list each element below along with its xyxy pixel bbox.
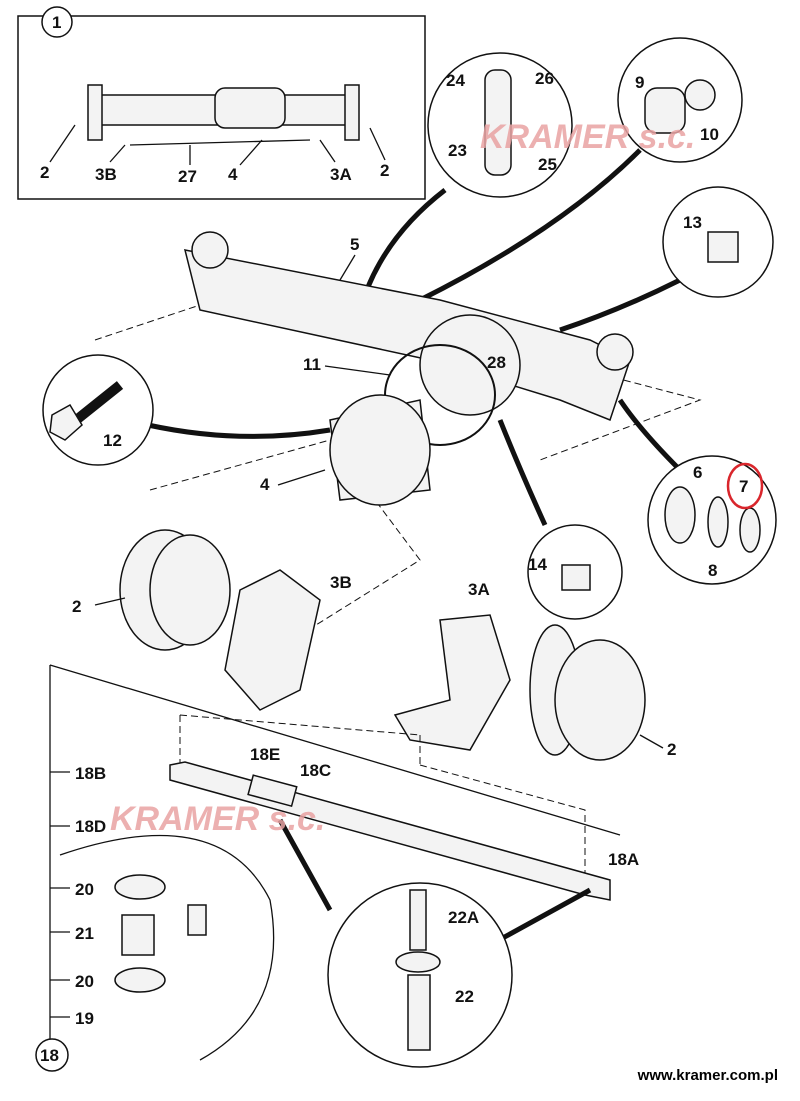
callout-plug-14: 14 [497, 419, 623, 620]
hub-knuckle-left: 2 3B [72, 529, 352, 711]
website-url[interactable]: www.kramer.com.pl [637, 1067, 778, 1084]
label: 20 [75, 972, 94, 991]
label: 23 [448, 141, 467, 160]
highlight-circle [726, 462, 764, 510]
label: 18E [250, 745, 280, 764]
callout-pin-set: 24 26 23 25 [357, 52, 573, 311]
callout-bushing-set: 9 10 [418, 37, 743, 303]
watermark-top: KRAMER s.c. [480, 118, 695, 156]
label: 3B [330, 573, 352, 592]
label: 2 [380, 161, 389, 180]
label: 2 [667, 740, 676, 759]
label: 14 [528, 555, 547, 574]
label: 5 [350, 235, 359, 254]
label: 11 [303, 355, 321, 374]
label: 12 [103, 431, 122, 450]
callout-bolt-12: 12 [42, 354, 331, 466]
label: 21 [75, 924, 94, 943]
axle-housing-assembly: 5 11 28 4 [94, 231, 702, 661]
inset-axle-overview: 1 2 3B 27 4 3A 2 [17, 6, 426, 200]
label: 3A [468, 580, 490, 599]
group-number: 18 [40, 1046, 59, 1065]
label: 13 [683, 213, 702, 232]
label: 28 [487, 353, 506, 372]
label: 18C [300, 761, 331, 780]
label: 10 [700, 125, 719, 144]
label: 2 [72, 597, 81, 616]
label: 7 [739, 477, 748, 496]
label: 26 [535, 69, 554, 88]
inset-number: 1 [52, 13, 61, 32]
label: 4 [260, 475, 270, 494]
label: 6 [693, 463, 702, 482]
label: 3B [95, 165, 117, 184]
label: 3A [330, 165, 352, 184]
callout-bearing-set: 6 7 8 [617, 398, 777, 585]
tie-rod-group: 18 18B 18E 18C 18D 18A 20 21 20 19 22A 2… [35, 664, 639, 1072]
label: 18A [608, 850, 639, 869]
label: 8 [708, 561, 717, 580]
label: 18D [75, 817, 106, 836]
label: 27 [178, 167, 197, 186]
watermark-bottom: KRAMER s.c. [110, 800, 325, 838]
label: 25 [538, 155, 557, 174]
label: 24 [446, 71, 465, 90]
label: 9 [635, 73, 644, 92]
label: 4 [228, 165, 238, 184]
label: 22A [448, 908, 479, 927]
label: 20 [75, 880, 94, 899]
label: 19 [75, 1009, 94, 1028]
callout-plug-13: 13 [559, 186, 774, 333]
label: 2 [40, 163, 49, 182]
label: 22 [455, 987, 474, 1006]
hub-knuckle-right: 3A 2 [393, 580, 676, 761]
label: 18B [75, 764, 106, 783]
